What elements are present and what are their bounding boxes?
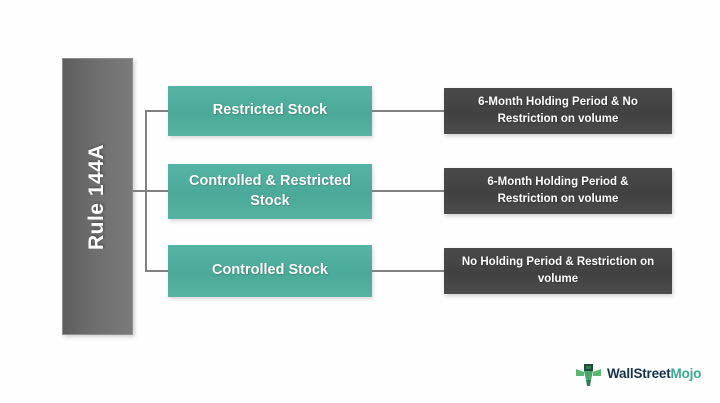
logo-wordmark-secondary: Mojo <box>670 366 702 382</box>
logo-wordmark-primary: WallStreet <box>607 366 671 382</box>
connector-root-stem <box>133 190 146 192</box>
outcome-node-3: No Holding Period & Restriction on volum… <box>444 248 672 294</box>
branch-node-2-label: Controlled & Restricted Stock <box>189 172 351 209</box>
connector-branch-1 <box>145 110 169 112</box>
wallstreetmojo-logo: WallStreetMojo <box>575 358 701 390</box>
outcome-node-1: 6-Month Holding Period & No Restriction … <box>444 88 672 134</box>
outcome-node-2-label: 6-Month Holding Period & Restriction on … <box>487 176 629 205</box>
outcome-node-3-label: No Holding Period & Restriction on volum… <box>461 256 655 285</box>
outcome-node-1-label: 6-Month Holding Period & No Restriction … <box>478 96 638 125</box>
connector-branch-2 <box>145 190 169 192</box>
connector-outcome-1 <box>372 110 444 112</box>
logo-wordmark: WallStreetMojo <box>607 367 701 381</box>
wallstreetmojo-bull-icon <box>575 360 602 388</box>
connector-branch-3 <box>145 270 169 272</box>
branch-node-1-label: Restricted Stock <box>212 102 328 119</box>
branch-node-2: Controlled & Restricted Stock <box>168 164 372 219</box>
branch-node-1: Restricted Stock <box>168 86 372 136</box>
branch-node-3: Controlled Stock <box>168 245 372 297</box>
branch-node-3-label: Controlled Stock <box>211 262 328 279</box>
connector-outcome-2 <box>372 190 444 192</box>
outcome-node-2: 6-Month Holding Period & Restriction on … <box>444 168 672 214</box>
root-node-label: Rule 144A <box>85 143 109 250</box>
connector-outcome-3 <box>372 270 444 272</box>
root-node-rule-144a: Rule 144A <box>62 58 133 335</box>
